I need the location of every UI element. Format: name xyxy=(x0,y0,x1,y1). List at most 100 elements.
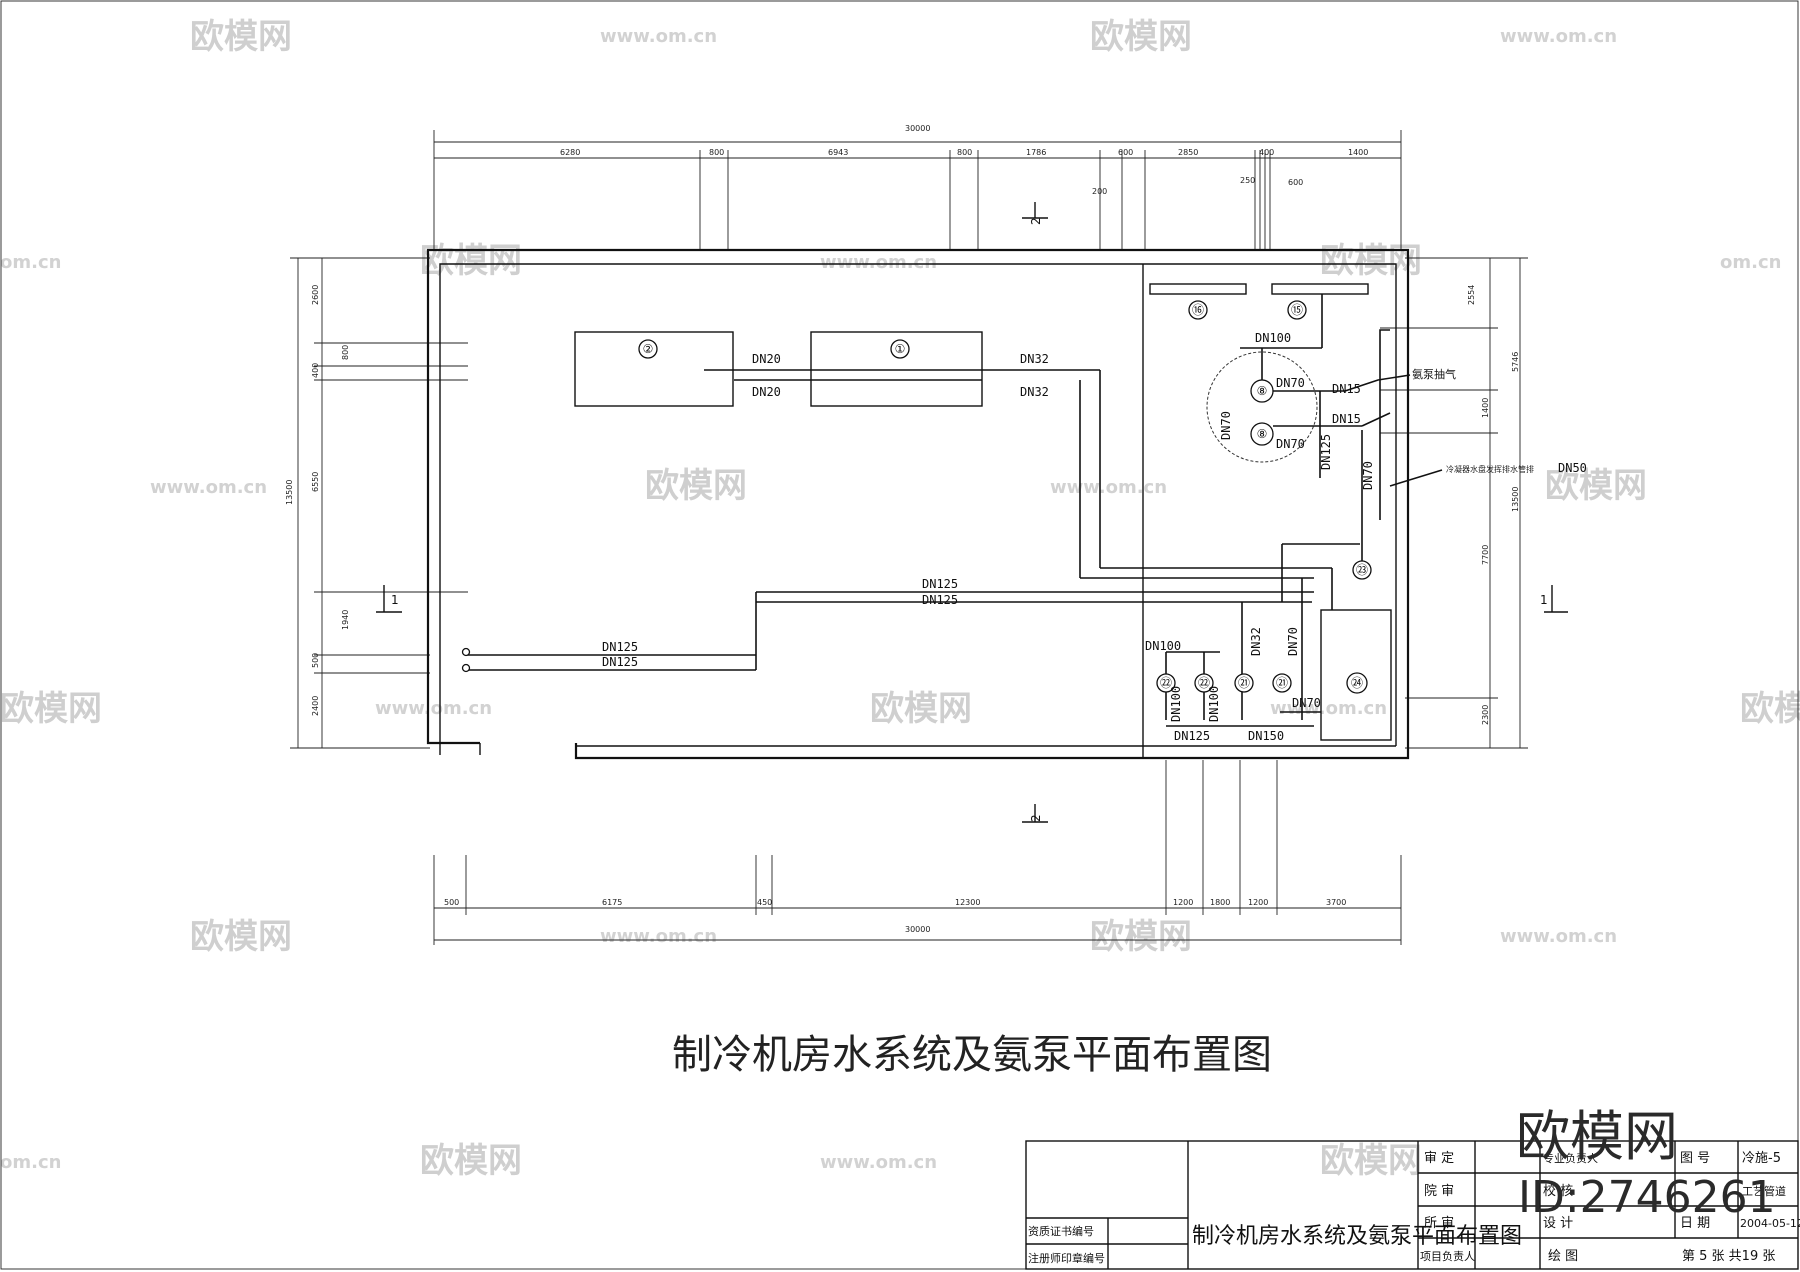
equipment-tag-label: ㉔ xyxy=(1351,676,1363,690)
svg-text:专业负责人: 专业负责人 xyxy=(1543,1151,1598,1165)
pipe-label: DN150 xyxy=(1248,729,1284,743)
dim-total: 30000 xyxy=(905,925,930,934)
pipe-label: DN70 xyxy=(1292,696,1321,710)
dim-seg: 2300 xyxy=(1481,705,1490,725)
dim-seg: 2554 xyxy=(1467,285,1476,305)
dim-seg: 6175 xyxy=(602,898,622,907)
dim-seg: 800 xyxy=(709,148,724,157)
watermark-url: www.om.cn xyxy=(375,698,492,719)
dim-seg: 200 xyxy=(1092,187,1107,196)
watermark-text: 欧模网 xyxy=(870,689,972,729)
dim-seg: 600 xyxy=(1288,178,1303,187)
pipe-label: DN125 xyxy=(1319,434,1333,470)
dimension-left: 13500 2600 800 400 6550 1940 500 2400 xyxy=(285,257,468,749)
svg-text:㉑: ㉑ xyxy=(1238,676,1250,690)
watermark-text: 欧模网 xyxy=(1545,466,1647,506)
dim-seg: 250 xyxy=(1240,176,1255,185)
equipment-15 xyxy=(1271,283,1369,295)
equipment-tag xyxy=(638,339,658,359)
section-marks: 2 2 1 1 xyxy=(376,202,1568,823)
pipe-label: DN32 xyxy=(1020,352,1049,366)
dim-seg: 400 xyxy=(311,363,320,378)
svg-text:工艺管道: 工艺管道 xyxy=(1742,1184,1786,1198)
equipment-tag-label: ⑯ xyxy=(1192,303,1204,317)
svg-text:冷施-5: 冷施-5 xyxy=(1742,1151,1781,1166)
tb-name: 制冷机房水系统及氨泵平面布置图 xyxy=(1192,1224,1522,1249)
dim-seg: 450 xyxy=(757,898,772,907)
dim-seg: 7700 xyxy=(1481,545,1490,565)
tb-cert: 资质证书编号 xyxy=(1028,1224,1094,1238)
watermark-text: 欧模网 xyxy=(1090,917,1192,957)
pipe-label: DN100 xyxy=(1255,331,1291,345)
equipment-2 xyxy=(574,331,734,407)
equipment-tag xyxy=(890,339,910,359)
pipe-label: DN70 xyxy=(1276,437,1305,451)
watermark-url: om.cn xyxy=(1720,252,1781,273)
equipment-tag-label: ⑮ xyxy=(1291,303,1303,317)
svg-text:设 计: 设 计 xyxy=(1543,1216,1573,1231)
equipment-tag xyxy=(1287,300,1307,320)
dim-seg: 500 xyxy=(444,898,459,907)
dim-seg: 2850 xyxy=(1178,148,1198,157)
title-block: 资质证书编号 注册师印章编号 制冷机房水系统及氨泵平面布置图 审 定 专业负责人… xyxy=(1025,1140,1800,1270)
pipe-label: DN125 xyxy=(602,640,638,654)
equipment-1 xyxy=(810,331,983,407)
svg-text:㉒: ㉒ xyxy=(1160,676,1172,690)
ammonia-pumps: ⑧ ⑧ xyxy=(1206,294,1411,520)
dim-seg: 400 xyxy=(1259,148,1274,157)
watermark-text: 欧模网 xyxy=(420,241,522,281)
dim-seg: 1200 xyxy=(1173,898,1193,907)
dim-total: 13500 xyxy=(285,480,294,505)
equipment-tag xyxy=(1346,672,1368,694)
watermark-text: 欧模网 xyxy=(190,17,292,57)
svg-text:日 期: 日 期 xyxy=(1680,1216,1710,1231)
dim-seg: 1940 xyxy=(341,610,350,630)
watermark-url: www.om.cn xyxy=(150,477,267,498)
dim-seg: 6280 xyxy=(560,148,580,157)
watermark-url: om.cn xyxy=(0,252,61,273)
pipe-label: DN15 xyxy=(1332,382,1361,396)
pipe-label: DN70 xyxy=(1361,461,1375,490)
dimension-bottom: 30000 500 6175 450 12300 1200 1800 1200 … xyxy=(433,760,1402,945)
dim-seg: 1786 xyxy=(1026,148,1046,157)
pipe-labels: DN20 DN20 DN32 DN32 DN100 DN70 DN70 DN70… xyxy=(602,331,1587,743)
pipe-label: DN100 xyxy=(1207,686,1221,722)
dim-total: 13500 xyxy=(1511,487,1520,512)
pipe-label: DN125 xyxy=(922,577,958,591)
dim-seg: 800 xyxy=(341,345,350,360)
dim-seg: 2400 xyxy=(311,696,320,716)
section-top: 2 xyxy=(1029,217,1043,225)
watermark-text: 欧模网 xyxy=(1090,17,1192,57)
note-drain: 冷凝器水盘发挥排水管排 xyxy=(1446,464,1534,474)
watermark-text: 欧模网 xyxy=(1740,689,1800,729)
equipment: ② ① ⑯ ⑮ ㉔ xyxy=(574,283,1392,741)
section-bottom: 2 xyxy=(1029,814,1043,822)
pipe-label: DN125 xyxy=(922,593,958,607)
svg-text:审 定: 审 定 xyxy=(1424,1151,1454,1166)
watermark-url: www.om.cn xyxy=(1050,477,1167,498)
watermark-text: 欧模网 xyxy=(0,689,102,729)
watermark-text: 欧模网 xyxy=(1320,241,1422,281)
brand-logo: 欧模网 xyxy=(1516,1105,1678,1168)
building-walls xyxy=(426,248,1410,760)
watermark-url: www.om.cn xyxy=(820,252,937,273)
svg-text:校 核: 校 核 xyxy=(1543,1183,1573,1199)
pipe-label: DN125 xyxy=(1174,729,1210,743)
dimension-top: 30000 6280 800 6943 800 1786 600 2850 40… xyxy=(433,124,1402,250)
svg-text:绘 图: 绘 图 xyxy=(1548,1249,1578,1264)
pipe-label: DN50 xyxy=(1558,461,1587,475)
svg-text:⑧: ⑧ xyxy=(1257,427,1268,441)
svg-text:第 5 张 共19 张: 第 5 张 共19 张 xyxy=(1682,1249,1775,1264)
pipe-label: DN70 xyxy=(1276,376,1305,390)
watermark-text: 欧模网 xyxy=(190,917,292,957)
equipment-16 xyxy=(1149,283,1247,295)
tb-seal: 注册师印章编号 xyxy=(1028,1251,1105,1265)
pipe-label: DN70 xyxy=(1219,411,1233,440)
watermark-url: www.om.cn xyxy=(1270,698,1387,719)
svg-text:院 审: 院 审 xyxy=(1424,1184,1454,1199)
section-right: 1 xyxy=(1540,593,1548,607)
dim-seg: 1800 xyxy=(1210,898,1230,907)
pipe-label: DN100 xyxy=(1169,686,1183,722)
pipe-label: DN32 xyxy=(1249,627,1263,656)
